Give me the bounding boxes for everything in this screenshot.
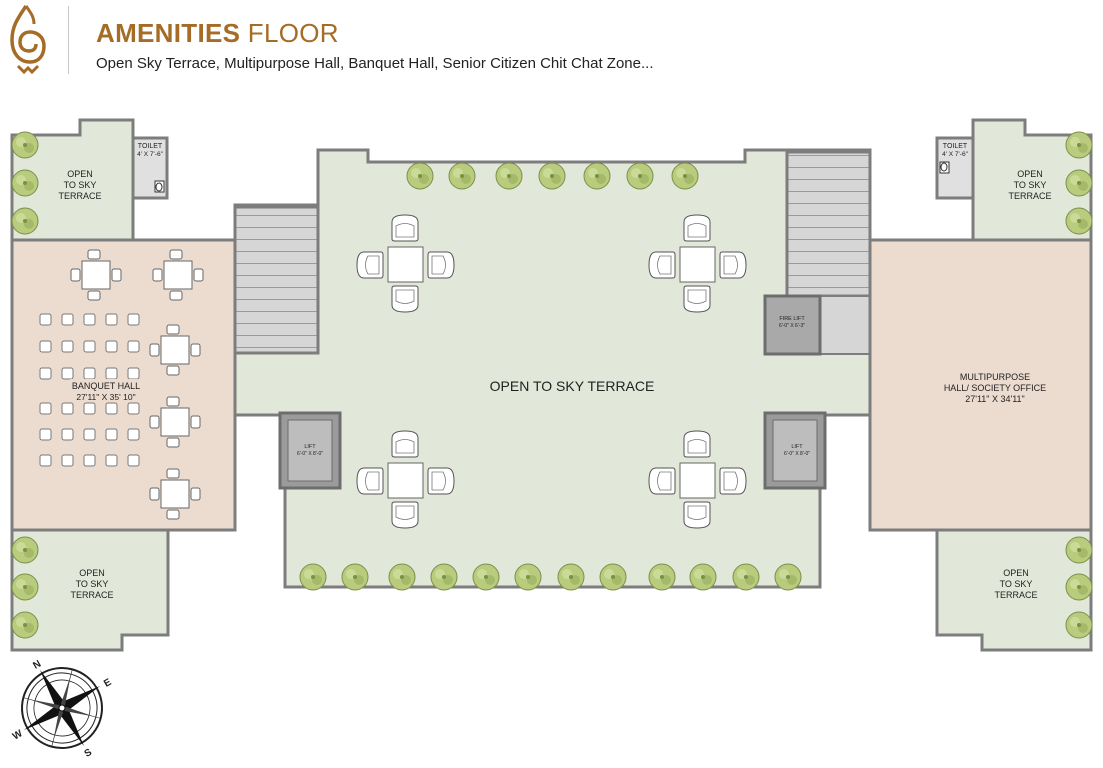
terrace-bl-label-1: OPEN xyxy=(79,568,105,578)
seating-group-3 xyxy=(356,430,455,529)
compass-n: N xyxy=(31,659,43,672)
terrace-tr-label-2: TO SKY xyxy=(1014,180,1047,190)
lift-left-car xyxy=(287,419,333,482)
staircase-right xyxy=(785,150,872,298)
header-divider xyxy=(68,6,69,74)
terrace-bl-label-2: TO SKY xyxy=(76,579,109,589)
center-terrace-label: OPEN TO SKY TERRACE xyxy=(490,378,655,394)
terrace-tl-label-3: TERRACE xyxy=(58,191,101,201)
multipurpose-label-3: 27'11" X 34'11" xyxy=(965,394,1025,404)
terrace-tl-label-1: OPEN xyxy=(67,169,93,179)
toilet-right-label-1: TOILET xyxy=(943,143,968,150)
banquet-label-bg xyxy=(70,379,142,401)
compass-rose-icon: N S E W xyxy=(11,659,114,760)
banquet-label-2: 27'11" X 35' 10" xyxy=(76,392,135,402)
compass-s: S xyxy=(83,747,95,760)
terrace-tl-label-2: TO SKY xyxy=(64,180,97,190)
seating-group-1 xyxy=(356,214,455,313)
seating-group-4 xyxy=(648,430,747,529)
brand-logo-icon xyxy=(10,5,46,75)
terrace-bottom-left xyxy=(10,528,170,652)
compass-e: E xyxy=(102,677,114,690)
banquet-seating xyxy=(39,249,204,520)
terrace-br-label-2: TO SKY xyxy=(1000,579,1033,589)
terrace-tr-label-3: TERRACE xyxy=(1008,191,1051,201)
lift-left-label-1: LIFT xyxy=(304,444,316,450)
toilet-left-label-1: TOILET xyxy=(138,143,163,150)
fire-lift-label-2: 6'-0" X 6'-3" xyxy=(779,323,805,329)
terrace-top-left xyxy=(10,118,135,242)
terrace-br-label-1: OPEN xyxy=(1003,568,1029,578)
terrace-bl-label-3: TERRACE xyxy=(70,590,113,600)
fire-lift-label-1: FIRE LIFT xyxy=(779,316,805,322)
toilet-left-icon xyxy=(154,180,165,193)
title-light: FLOOR xyxy=(247,18,339,48)
central-terrace xyxy=(233,148,872,589)
terrace-tr-label-1: OPEN xyxy=(1017,169,1043,179)
title-bold: AMENITIES xyxy=(96,18,241,48)
toilet-right-icon xyxy=(939,161,950,174)
fire-lift xyxy=(763,294,822,356)
lobby-right xyxy=(819,295,871,355)
terrace-bottom-right xyxy=(935,528,1093,652)
toilet-left-label-2: 4' X 7'-6" xyxy=(137,151,163,158)
multipurpose-label-2: HALL/ SOCIETY OFFICE xyxy=(944,383,1046,393)
header: AMENITIES FLOOR Open Sky Terrace, Multip… xyxy=(0,0,1103,90)
staircase-left xyxy=(233,205,320,355)
lift-left-label-2: 6'-0" X 8'-0" xyxy=(297,451,323,457)
compass-w: W xyxy=(11,728,25,743)
lift-right-label-2: 6'-0" X 8'-0" xyxy=(784,451,810,457)
terrace-top-right xyxy=(971,118,1093,242)
banquet-label-1: BANQUET HALL xyxy=(72,381,140,391)
toilet-right-label-2: 4' X 7'-6" xyxy=(942,151,968,158)
seating-group-2 xyxy=(648,214,747,313)
lift-right-car xyxy=(772,419,818,482)
page-subtitle: Open Sky Terrace, Multipurpose Hall, Ban… xyxy=(96,55,654,72)
page-title: AMENITIES FLOOR xyxy=(96,18,339,48)
multipurpose-label-1: MULTIPURPOSE xyxy=(960,372,1030,382)
lift-right-label-1: LIFT xyxy=(791,444,803,450)
terrace-br-label-3: TERRACE xyxy=(994,590,1037,600)
